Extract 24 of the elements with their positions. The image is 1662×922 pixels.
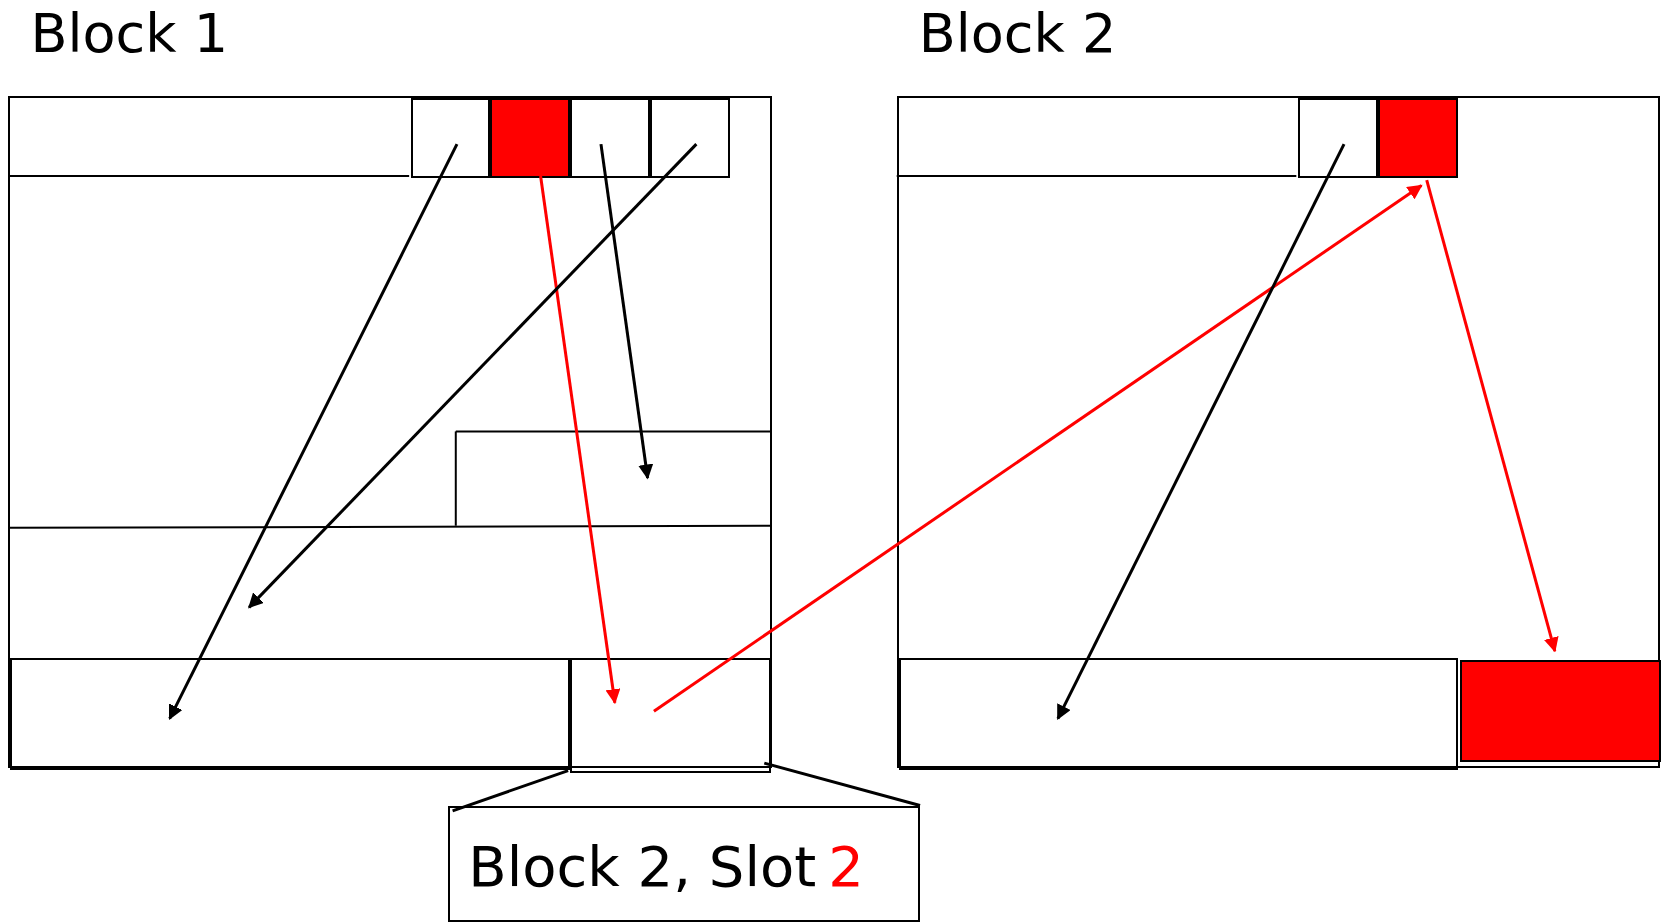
cell-box xyxy=(649,98,731,178)
callout-label: Block 2, Slot xyxy=(468,833,817,899)
zoom-line xyxy=(452,769,569,813)
callout-box xyxy=(448,805,920,922)
highlighted-slot xyxy=(489,98,571,178)
cell-box xyxy=(570,98,650,178)
zoom-line xyxy=(763,761,921,807)
slot-number: 2 xyxy=(828,833,864,899)
arrow xyxy=(539,175,621,705)
slot-box xyxy=(570,658,772,773)
region-band xyxy=(898,658,1459,771)
arrow xyxy=(653,184,1423,713)
block-heading: Block 1 xyxy=(30,2,229,66)
block-heading: Block 2 xyxy=(918,2,1117,66)
highlighted-slot xyxy=(1460,660,1661,762)
arrow xyxy=(1056,143,1346,721)
arrow xyxy=(168,143,459,721)
arrow xyxy=(1425,179,1559,653)
highlighted-slot xyxy=(1377,98,1459,178)
cell-box xyxy=(1298,98,1378,178)
cell-box xyxy=(411,98,490,178)
arrow xyxy=(248,143,698,609)
arrow xyxy=(599,143,654,480)
region-band xyxy=(10,658,571,771)
